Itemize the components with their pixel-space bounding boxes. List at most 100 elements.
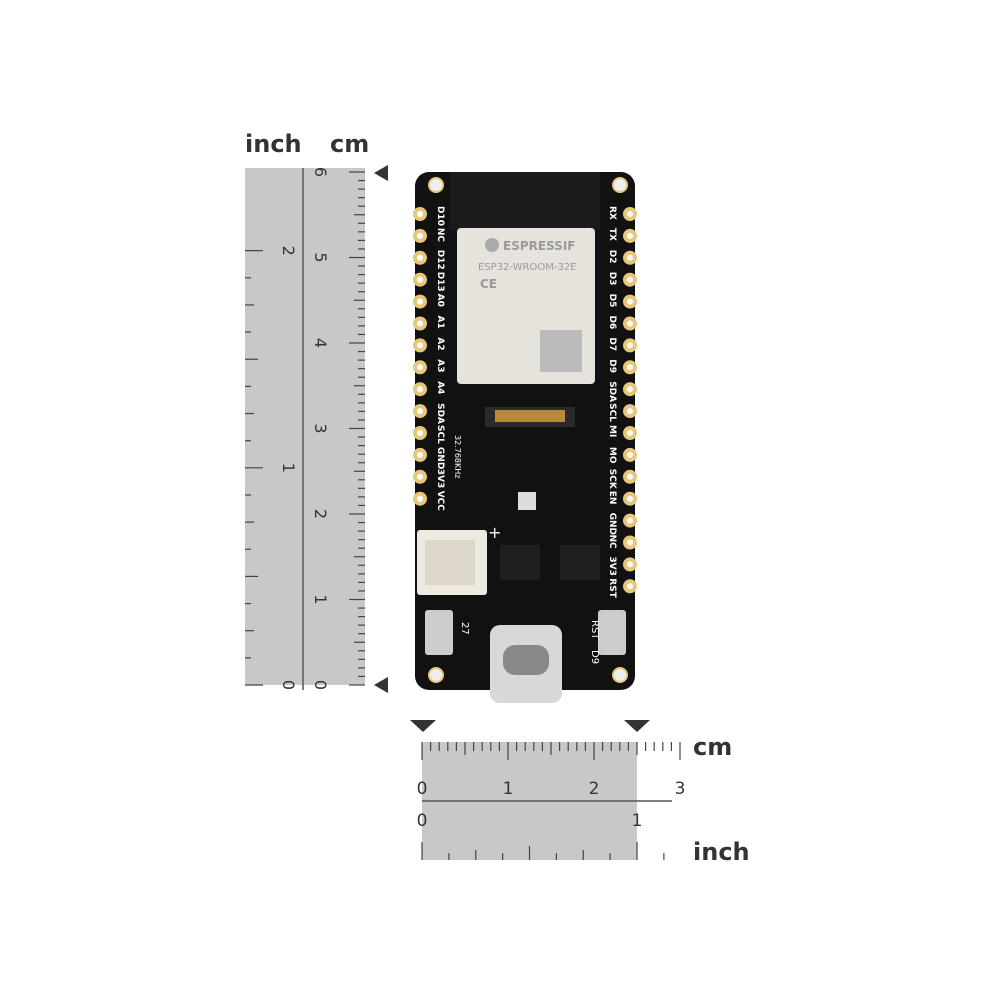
- cm-tick-label: 2: [311, 509, 330, 519]
- pin-hole: [627, 254, 633, 261]
- pin-hole: [417, 473, 423, 480]
- mounting-hole: [428, 177, 444, 193]
- pin-label-right: GND: [607, 513, 617, 535]
- marker-triangle-right: [624, 720, 650, 732]
- pin-label-left: D10: [435, 206, 445, 226]
- pin-hole: [417, 298, 423, 305]
- pin-hole: [627, 211, 633, 217]
- connector-pins: [495, 410, 565, 422]
- pin-hole: [417, 342, 423, 349]
- pin-label-left: D13: [435, 272, 445, 292]
- pin-label-right: D6: [607, 316, 617, 330]
- cm-tick-label: 4: [311, 338, 330, 348]
- cm-tick-label: 5: [311, 252, 330, 262]
- cm-tick-label: 1: [503, 779, 514, 799]
- pin-hole: [417, 211, 423, 217]
- inch-tick-label: 2: [279, 246, 298, 256]
- pin-label-right: D2: [607, 250, 617, 264]
- pin-hole: [627, 495, 633, 502]
- mounting-hole: [612, 667, 628, 683]
- cm-tick-label: 3: [311, 423, 330, 433]
- pin-label-right: MO: [607, 447, 617, 464]
- marker-triangle-top: [374, 165, 388, 181]
- pin-hole: [627, 364, 633, 371]
- pin-hole: [627, 232, 633, 239]
- cm-tick-label: 1: [311, 594, 330, 604]
- pin-label-left: VCC: [435, 491, 445, 512]
- antenna-area: [450, 172, 600, 230]
- pin-label-left: A0: [435, 294, 445, 307]
- chip: [560, 545, 600, 580]
- pin-hole: [627, 276, 633, 283]
- module-model: ESP32-WROOM-32E: [478, 262, 576, 273]
- inch-tick-label: 0: [417, 811, 428, 831]
- button-left-label: 27: [459, 622, 470, 635]
- pin-label-left: A1: [435, 316, 445, 329]
- pin-hole: [627, 517, 633, 524]
- pin-label-right: SDA: [607, 381, 617, 402]
- horizontal-ruler-cm-label: cm: [693, 733, 733, 761]
- horizontal-ruler-inch-label: inch: [693, 838, 750, 866]
- mounting-hole: [428, 667, 444, 683]
- crystal-label: 32.768KHz: [453, 435, 462, 478]
- pin-hole: [627, 451, 633, 458]
- pin-hole: [627, 298, 633, 305]
- pin-hole: [627, 473, 633, 480]
- battery-connector-housing: [425, 540, 475, 585]
- chip: [500, 545, 540, 580]
- pin-hole: [417, 386, 423, 393]
- pin-label-right: RST: [607, 578, 617, 598]
- led-label: D9: [589, 650, 600, 664]
- pin-label-left: D12: [435, 250, 445, 270]
- pin-hole: [627, 583, 633, 590]
- vertical-ruler-inch-label: inch: [245, 130, 302, 158]
- button-rst[interactable]: [598, 610, 626, 655]
- pin-label-right: EN: [607, 491, 617, 505]
- pin-label-right: SCK: [607, 469, 617, 490]
- usb-c-opening: [503, 645, 549, 675]
- pin-hole: [417, 430, 423, 436]
- ruler-body: [245, 168, 365, 685]
- pin-hole: [417, 364, 423, 371]
- pin-label-left: A2: [435, 337, 445, 350]
- vertical-ruler-cm-label: cm: [330, 130, 370, 158]
- button-left[interactable]: [425, 610, 453, 655]
- espressif-logo-icon: [485, 238, 499, 252]
- pin-label-left: SCL: [435, 425, 445, 444]
- pin-label-right: RX: [607, 206, 617, 220]
- pin-label-right: D5: [607, 294, 617, 308]
- marker-triangle-left: [410, 720, 436, 732]
- pin-label-left: NC: [435, 228, 445, 243]
- esp32-board: ESPRESSIF ESP32-WROOM-32E CE 32.768KHz +…: [413, 172, 637, 703]
- cm-tick-label: 0: [311, 680, 330, 690]
- inch-tick-label: 1: [632, 811, 643, 831]
- qr-code: [540, 330, 582, 372]
- mounting-hole: [612, 177, 628, 193]
- pin-label-left: A3: [435, 359, 445, 372]
- ce-mark: CE: [480, 277, 497, 291]
- inch-tick-label: 0: [279, 680, 298, 690]
- pin-hole: [627, 408, 633, 415]
- pin-hole: [417, 451, 423, 458]
- pin-hole: [627, 320, 633, 327]
- pin-label-right: SCL: [607, 403, 617, 422]
- cm-tick-label: 6: [311, 167, 330, 177]
- pin-label-left: A4: [435, 381, 445, 394]
- pin-label-right: MI: [607, 425, 617, 437]
- pin-label-right: D3: [607, 272, 617, 286]
- battery-plus-label: +: [488, 523, 501, 542]
- rgb-led: [518, 492, 536, 510]
- pin-hole: [627, 386, 633, 393]
- pin-hole: [627, 430, 633, 436]
- pin-label-right: D9: [607, 359, 617, 373]
- pin-hole: [627, 561, 633, 568]
- cm-tick-label: 3: [675, 779, 686, 799]
- pin-label-left: SDA: [435, 403, 445, 424]
- module-brand: ESPRESSIF: [503, 239, 575, 253]
- pin-hole: [417, 320, 423, 327]
- pin-hole: [627, 539, 633, 546]
